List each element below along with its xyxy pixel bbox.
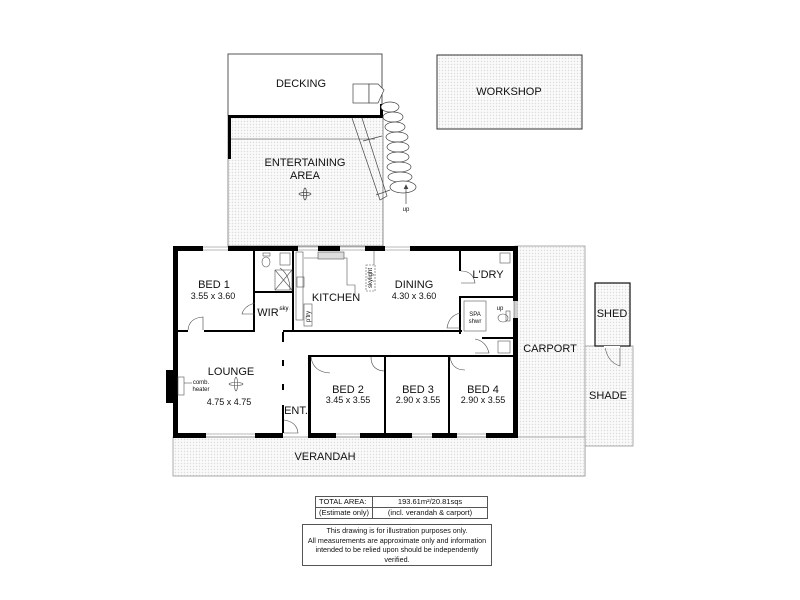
wir-label: WIR [257, 307, 278, 319]
total-area-label: TOTAL AREA: [314, 496, 374, 508]
fixtures [177, 251, 511, 396]
dining-dims: 4.30 x 3.60 [392, 291, 437, 301]
workshop-label: WORKSHOP [476, 86, 541, 98]
basin-icon [279, 252, 291, 266]
bath-step-label: up [497, 306, 504, 312]
laundry-tub-icon [499, 252, 511, 264]
carport-label: CARPORT [523, 343, 577, 355]
total-area-value: 193.61m²/20.81sqs [372, 496, 489, 508]
shade-label: SHADE [589, 390, 627, 402]
spa-label: SPA [469, 312, 481, 318]
bath-basin-icon [497, 340, 511, 354]
verandah-area: VERANDAH [172, 436, 586, 477]
bed2-label: BED 2 [332, 384, 364, 396]
house-walls [166, 246, 518, 438]
skylight-label: skylight [368, 268, 374, 288]
bed4-label: BED 4 [467, 384, 499, 396]
estimate-note: (Estimate only) [314, 507, 374, 519]
disclaimer-line-3: intended to be relied upon should be ind… [315, 545, 479, 564]
heater-label-1: comb. [193, 380, 210, 386]
skylight [365, 264, 376, 292]
sink-icon [317, 251, 345, 260]
disclaimer-line-1: This drawing is for illustration purpose… [326, 526, 468, 535]
disclaimer-line-2: All measurements are approximate only an… [307, 535, 487, 545]
pantry [303, 303, 313, 327]
lounge-fan-icon [234, 376, 238, 392]
stairs-up-label: up [403, 207, 410, 213]
wir-sky-note: sky [280, 306, 289, 312]
heater-icon [177, 376, 185, 396]
lounge-dims: 4.75 x 4.75 [207, 397, 252, 407]
entertaining-label-1: ENTERTAINING [265, 157, 346, 169]
bed4-dims: 2.90 x 3.55 [461, 395, 506, 405]
lounge-label: LOUNGE [208, 366, 254, 378]
toilet-icon [261, 256, 271, 268]
bath-toilet-icon [497, 313, 509, 323]
shed-building: SHED [594, 282, 631, 367]
shed-label: SHED [597, 308, 628, 320]
decking-label: DECKING [276, 78, 326, 90]
dining-label: DINING [395, 279, 434, 291]
bed1-dims: 3.55 x 3.60 [191, 291, 236, 301]
door-swings [187, 267, 490, 434]
cooktop-icon [296, 276, 305, 288]
interior-walls [178, 251, 518, 433]
laundry-label: L'DRY [472, 269, 504, 281]
entertaining-area: ENTERTAINING AREA [227, 104, 384, 247]
shower-icon [274, 269, 293, 291]
total-area-table: TOTAL AREA: 193.61m²/20.81sqs (Estimate … [314, 496, 489, 519]
disclaimer-box: This drawing is for illustration purpose… [302, 524, 492, 566]
spiral-stairs[interactable]: up [351, 83, 417, 213]
shade-area: SHADE [584, 345, 634, 447]
spa-shower-icon [463, 300, 487, 332]
entertaining-label-2: AREA [290, 170, 321, 182]
windows [203, 246, 518, 438]
room-labels: BED 1 3.55 x 3.60 WIR sky KITCHEN skylig… [191, 268, 506, 417]
workshop-building: WORKSHOP [436, 54, 583, 130]
verandah-label: VERANDAH [294, 451, 355, 463]
heater-label-2: heater [192, 387, 209, 393]
shower-label: shwr [469, 319, 482, 325]
pantry-label: p'try [306, 311, 312, 322]
entry-label: ENT. [284, 405, 308, 417]
bed2-dims: 3.45 x 3.55 [326, 395, 371, 405]
bed3-label: BED 3 [402, 384, 434, 396]
bed3-dims: 2.90 x 3.55 [396, 395, 441, 405]
area-inclusions: (incl. verandah & carport) [372, 507, 489, 519]
kitchen-label: KITCHEN [312, 292, 360, 304]
bed1-label: BED 1 [198, 279, 230, 291]
ceiling-fan-icon [298, 187, 312, 201]
